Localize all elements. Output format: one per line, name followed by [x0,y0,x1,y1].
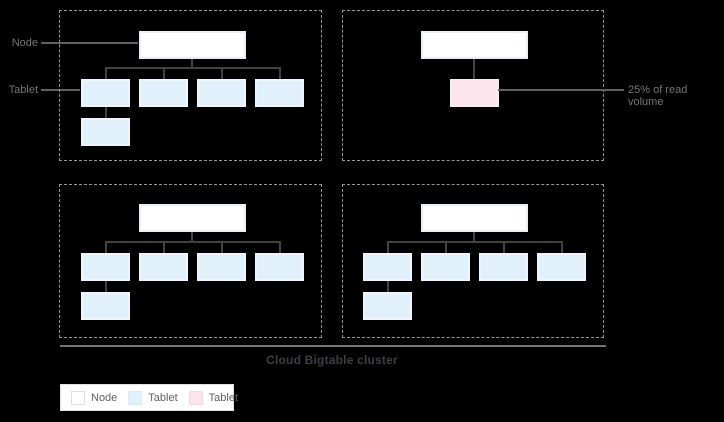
node-group-3 [59,184,322,338]
connector-line [445,241,447,253]
connector-line [473,59,475,79]
cluster-title: Cloud Bigtable cluster [266,353,398,367]
legend-label: Tablet [148,391,178,404]
connector-line [191,232,193,241]
tablet-box [255,79,304,107]
node-box [421,31,528,59]
tablet-box [139,79,188,107]
connector-line [105,67,281,69]
connector-line [387,281,389,292]
connector-line [163,67,165,79]
connector-line [387,241,389,253]
tablet-annotation-leader-line [41,89,80,91]
tablet-box [139,253,188,281]
read-volume-label: 25% of read volume [628,84,688,108]
connector-line [387,241,563,243]
hot-tablet-box [450,79,499,107]
tablet-box [479,253,528,281]
cluster-baseline [60,345,606,347]
read-volume-leader-line [498,89,624,91]
node-box [139,204,246,232]
connector-line [561,241,563,253]
legend-label: Node [91,391,118,404]
node-annotation-label: Node [11,37,38,49]
node-swatch [71,390,85,405]
tablet-box [255,253,304,281]
tablet-box [197,79,246,107]
tablet-box [363,292,412,320]
tablet-box [81,253,130,281]
tablet-box [81,118,130,146]
tablet-box [537,253,586,281]
node-box [421,204,528,232]
legend-item-node: Node [71,390,118,405]
node-group-4 [342,184,604,338]
node-annotation-leader-line [41,42,138,44]
legend: Node Tablet Tablet [60,384,238,411]
node-box [139,31,246,59]
connector-line [105,281,107,292]
connector-line [105,241,107,253]
legend-item-tablet: Tablet [128,390,178,405]
tablet-swatch [128,390,143,405]
tablet-box [363,253,412,281]
connector-line [279,241,281,253]
connector-line [105,67,107,79]
connector-line [473,232,475,241]
connector-line [503,241,505,253]
tablet-box [421,253,470,281]
hot-tablet-swatch [188,390,203,405]
legend-item-hot-tablet: Tablet [188,390,239,405]
tablet-box [197,253,246,281]
tablet-box [81,292,130,320]
connector-line [163,241,165,253]
connector-line [279,67,281,79]
connector-line [191,59,193,68]
connector-line [221,67,223,79]
node-group-2 [342,10,604,161]
legend-label: Tablet [208,391,239,404]
node-group-1 [59,10,322,161]
tablet-annotation-label: Tablet [8,84,38,96]
tablet-box [81,79,130,107]
connector-line [105,241,281,243]
connector-line [105,107,107,118]
connector-line [221,241,223,253]
